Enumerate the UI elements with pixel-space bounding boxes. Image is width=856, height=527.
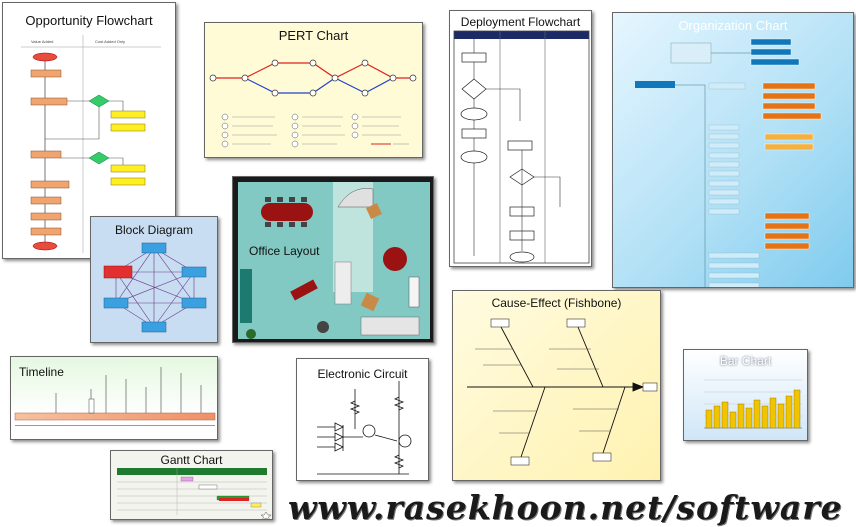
website-url-text: www.rasekhoon.net/software: [288, 488, 843, 527]
fishbone-thumbnail[interactable]: Cause-Effect (Fishbone): [452, 290, 661, 481]
pert-chart-drawing: [209, 59, 417, 148]
opportunity-flowchart-title: Opportunity Flowchart: [25, 13, 153, 28]
block-diagram-title: Block Diagram: [114, 223, 194, 237]
electronic-circuit-thumbnail[interactable]: Electronic Circuit: [296, 358, 429, 481]
timeline-title: Timeline: [19, 365, 64, 379]
cost-added-label: Cost Added Only: [95, 39, 126, 44]
deployment-flowchart-thumbnail[interactable]: Deployment Flowchart: [449, 10, 592, 267]
gantt-chart-thumbnail[interactable]: Gantt Chart: [110, 450, 273, 520]
bar-chart-title: Bar Chart: [719, 354, 772, 368]
office-layout-title: Office Layout: [249, 244, 320, 258]
fishbone-drawing: [467, 318, 658, 466]
organization-chart-drawing: [635, 38, 822, 287]
pert-chart-thumbnail[interactable]: PERT Chart: [204, 22, 423, 158]
electronic-circuit-title: Electronic Circuit: [317, 367, 408, 381]
block-diagram-drawing: [103, 242, 207, 333]
timeline-drawing: [14, 367, 216, 426]
opportunity-flowchart-thumbnail[interactable]: Opportunity Flowchart Value Added Cost A…: [2, 2, 176, 259]
opportunity-flowchart-drawing: [21, 35, 161, 253]
deployment-flowchart-title: Deployment Flowchart: [460, 15, 581, 29]
fishbone-title: Cause-Effect (Fishbone): [491, 296, 622, 310]
pert-chart-title: PERT Chart: [278, 28, 349, 43]
bar-chart-thumbnail[interactable]: Bar Chart: [683, 349, 808, 441]
organization-chart-title: Organization Chart: [678, 18, 788, 33]
office-layout-thumbnail[interactable]: Office Layout: [232, 176, 434, 343]
gantt-chart-drawing: [117, 468, 272, 519]
block-diagram-thumbnail[interactable]: Block Diagram: [90, 216, 218, 343]
office-layout-drawing: [238, 182, 430, 339]
timeline-thumbnail[interactable]: Timeline: [10, 356, 218, 440]
gantt-chart-title: Gantt Chart: [160, 453, 223, 467]
bar-chart-drawing: [704, 379, 802, 429]
electronic-circuit-drawing: [317, 381, 412, 475]
organization-chart-thumbnail[interactable]: Organization Chart: [612, 12, 854, 288]
deployment-flowchart-drawing: [453, 30, 590, 264]
value-added-label: Value Added: [31, 39, 54, 44]
